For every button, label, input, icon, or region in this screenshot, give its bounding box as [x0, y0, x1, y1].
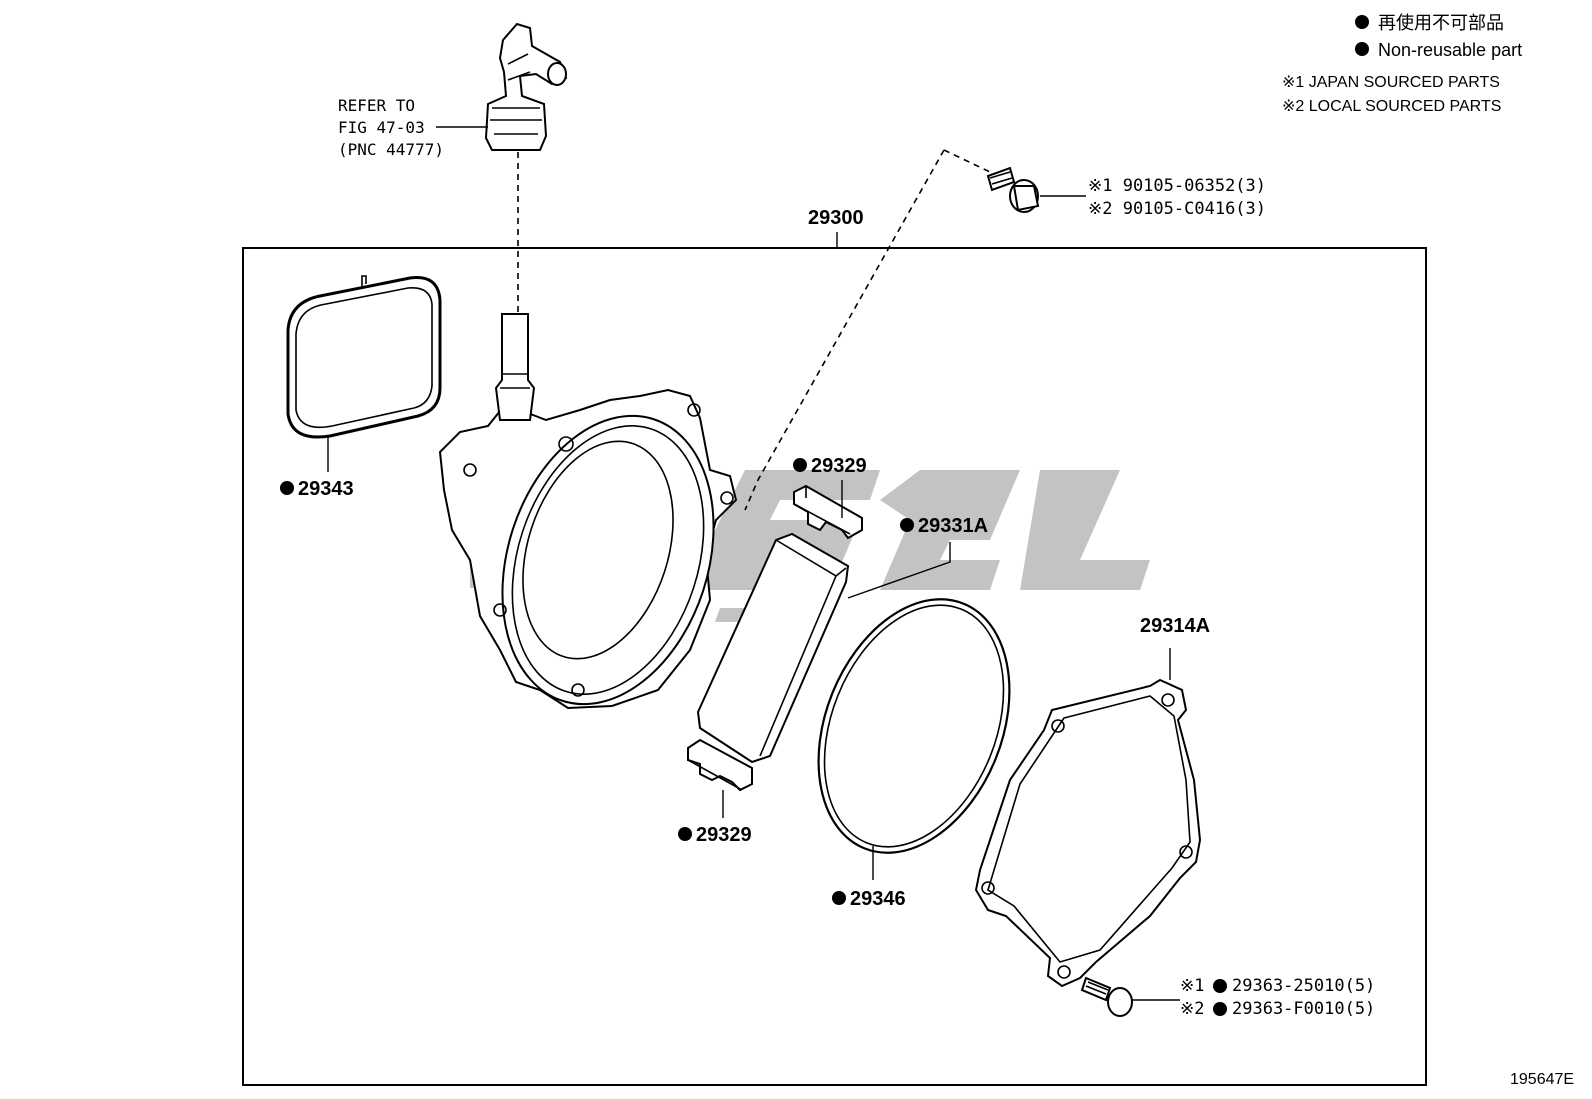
screw-part-1[interactable]: 29363-25010(5): [1232, 976, 1375, 996]
legend-note-local: ※2 LOCAL SOURCED PARTS: [1282, 98, 1501, 115]
part-label-29329-upper[interactable]: 29329: [811, 455, 867, 477]
non-reusable-dot-icon: [793, 458, 807, 472]
non-reusable-dot-icon: [832, 891, 846, 905]
part-label-29346[interactable]: 29346: [850, 888, 906, 910]
screw-prefix-2: ※2: [1180, 999, 1204, 1019]
cover-screw-part[interactable]: [1080, 976, 1133, 1017]
pump-cover-part[interactable]: [974, 678, 1202, 988]
part-label-29329-lower[interactable]: 29329: [696, 824, 752, 846]
non-reusable-dot-icon: [1213, 979, 1227, 993]
pump-housing-part[interactable]: [438, 313, 749, 732]
check-valve-part[interactable]: [484, 22, 568, 151]
assembly-frame: [242, 247, 1427, 1086]
bolt-top-part-1[interactable]: ※1 90105-06352(3): [1088, 176, 1266, 196]
refer-line-1: REFER TO: [338, 96, 415, 115]
screw-prefix-1: ※1: [1180, 976, 1204, 996]
refer-line-3: (PNC 44777): [338, 140, 444, 159]
flange-bolt-part[interactable]: [986, 166, 1040, 213]
non-reusable-dot-icon: [1355, 15, 1369, 29]
refer-note: REFER TO FIG 47-03 (PNC 44777): [338, 96, 444, 159]
legend-note-japan: ※1 JAPAN SOURCED PARTS: [1282, 74, 1500, 91]
part-label-29314A[interactable]: 29314A: [1140, 615, 1210, 637]
vane-part[interactable]: [696, 532, 850, 764]
o-ring-part[interactable]: [783, 571, 1045, 882]
part-label-29343[interactable]: 29343: [298, 478, 354, 500]
non-reusable-dot-icon: [280, 481, 294, 495]
rotor-cap-upper-part[interactable]: [793, 484, 863, 540]
screw-part-2[interactable]: 29363-F0010(5): [1232, 999, 1375, 1019]
assembly-label[interactable]: 29300: [808, 207, 864, 229]
legend-jp-label: 再使用不可部品: [1378, 13, 1504, 33]
non-reusable-dot-icon: [1213, 1002, 1227, 1016]
figure-id: 195647E: [1510, 1071, 1574, 1088]
rotor-cap-lower-part[interactable]: [687, 738, 753, 792]
bolt-top-part-2[interactable]: ※2 90105-C0416(3): [1088, 199, 1266, 219]
legend: 再使用不可部品 Non-reusable part ※1 JAPAN SOURC…: [1282, 13, 1522, 115]
part-label-29331A[interactable]: 29331A: [918, 515, 988, 537]
intake-gasket-part[interactable]: [286, 275, 442, 439]
non-reusable-dot-icon: [900, 518, 914, 532]
refer-line-2: FIG 47-03: [338, 118, 425, 137]
non-reusable-dot-icon: [678, 827, 692, 841]
legend-en-label: Non-reusable part: [1378, 40, 1522, 60]
non-reusable-dot-icon: [1355, 42, 1369, 56]
